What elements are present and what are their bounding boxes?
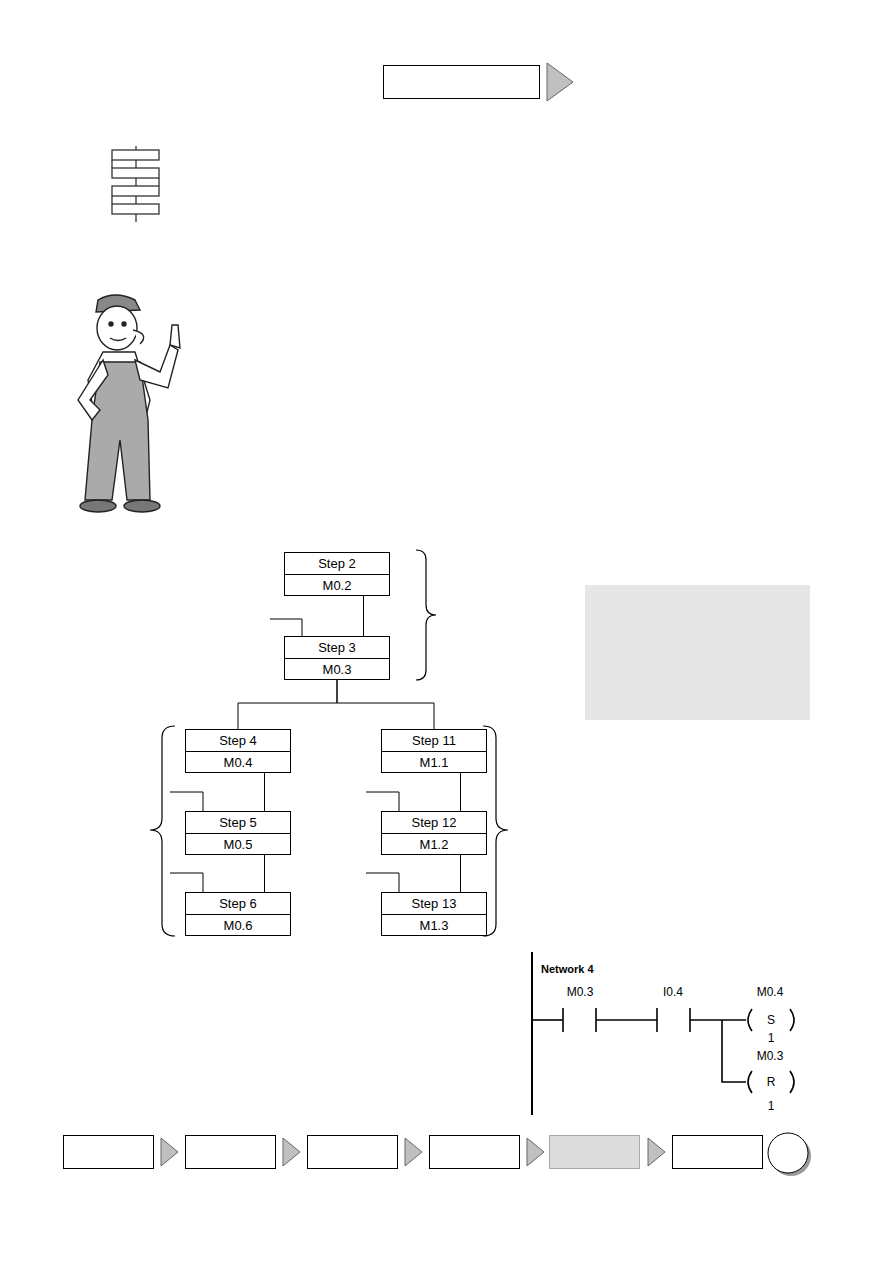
marker-address: M1.1	[382, 751, 486, 772]
marker-address: M1.2	[382, 833, 486, 854]
sequence-connector	[264, 773, 265, 811]
step-box: Step 6M0.6	[185, 892, 291, 936]
marker-address: M0.3	[285, 658, 389, 679]
ladder-label: M0.3	[567, 985, 594, 999]
step-box: Step 2M0.2	[284, 552, 390, 596]
ladder-label: 1	[768, 1099, 775, 1113]
ladder-label: S	[767, 1013, 775, 1027]
header-box	[384, 66, 540, 99]
sequence-connector	[363, 596, 364, 636]
worker-illustration	[78, 295, 180, 512]
marker-address: M1.3	[382, 914, 486, 935]
marker-address: M0.6	[186, 914, 290, 935]
marker-address: M0.5	[186, 833, 290, 854]
step-name: Step 13	[382, 893, 486, 914]
header-arrow	[547, 63, 573, 101]
ladder-label: M0.3	[757, 1049, 784, 1063]
step-name: Step 6	[186, 893, 290, 914]
sequence-connector	[264, 855, 265, 892]
ladder-network	[532, 952, 794, 1115]
ladder-label: R	[767, 1075, 776, 1089]
step-box: Step 3M0.3	[284, 636, 390, 680]
step-box: Step 11M1.1	[381, 729, 487, 773]
braces	[150, 550, 508, 936]
step-name: Step 4	[186, 730, 290, 751]
sequence-connector	[238, 680, 337, 729]
sequence-icon	[112, 146, 159, 222]
step-name: Step 12	[382, 812, 486, 833]
bottom-navigation	[64, 1133, 812, 1176]
ladder-label: M0.4	[757, 985, 784, 999]
marker-address: M0.2	[285, 574, 389, 595]
step-box: Step 5M0.5	[185, 811, 291, 855]
step-name: Step 3	[285, 637, 389, 658]
sequence-connector	[460, 773, 461, 811]
step-name: Step 2	[285, 553, 389, 574]
step-name: Step 5	[186, 812, 290, 833]
step-box: Step 4M0.4	[185, 729, 291, 773]
step-box: Step 12M1.2	[381, 811, 487, 855]
note-panel	[585, 585, 810, 720]
sequence-connector	[460, 855, 461, 892]
transition-stubs	[170, 619, 399, 892]
ladder-label: 1	[768, 1031, 775, 1045]
sequence-connector	[337, 680, 434, 729]
step-box: Step 13M1.3	[381, 892, 487, 936]
ladder-label: I0.4	[663, 985, 683, 999]
marker-address: M0.4	[186, 751, 290, 772]
network-title: Network 4	[541, 962, 594, 976]
step-name: Step 11	[382, 730, 486, 751]
